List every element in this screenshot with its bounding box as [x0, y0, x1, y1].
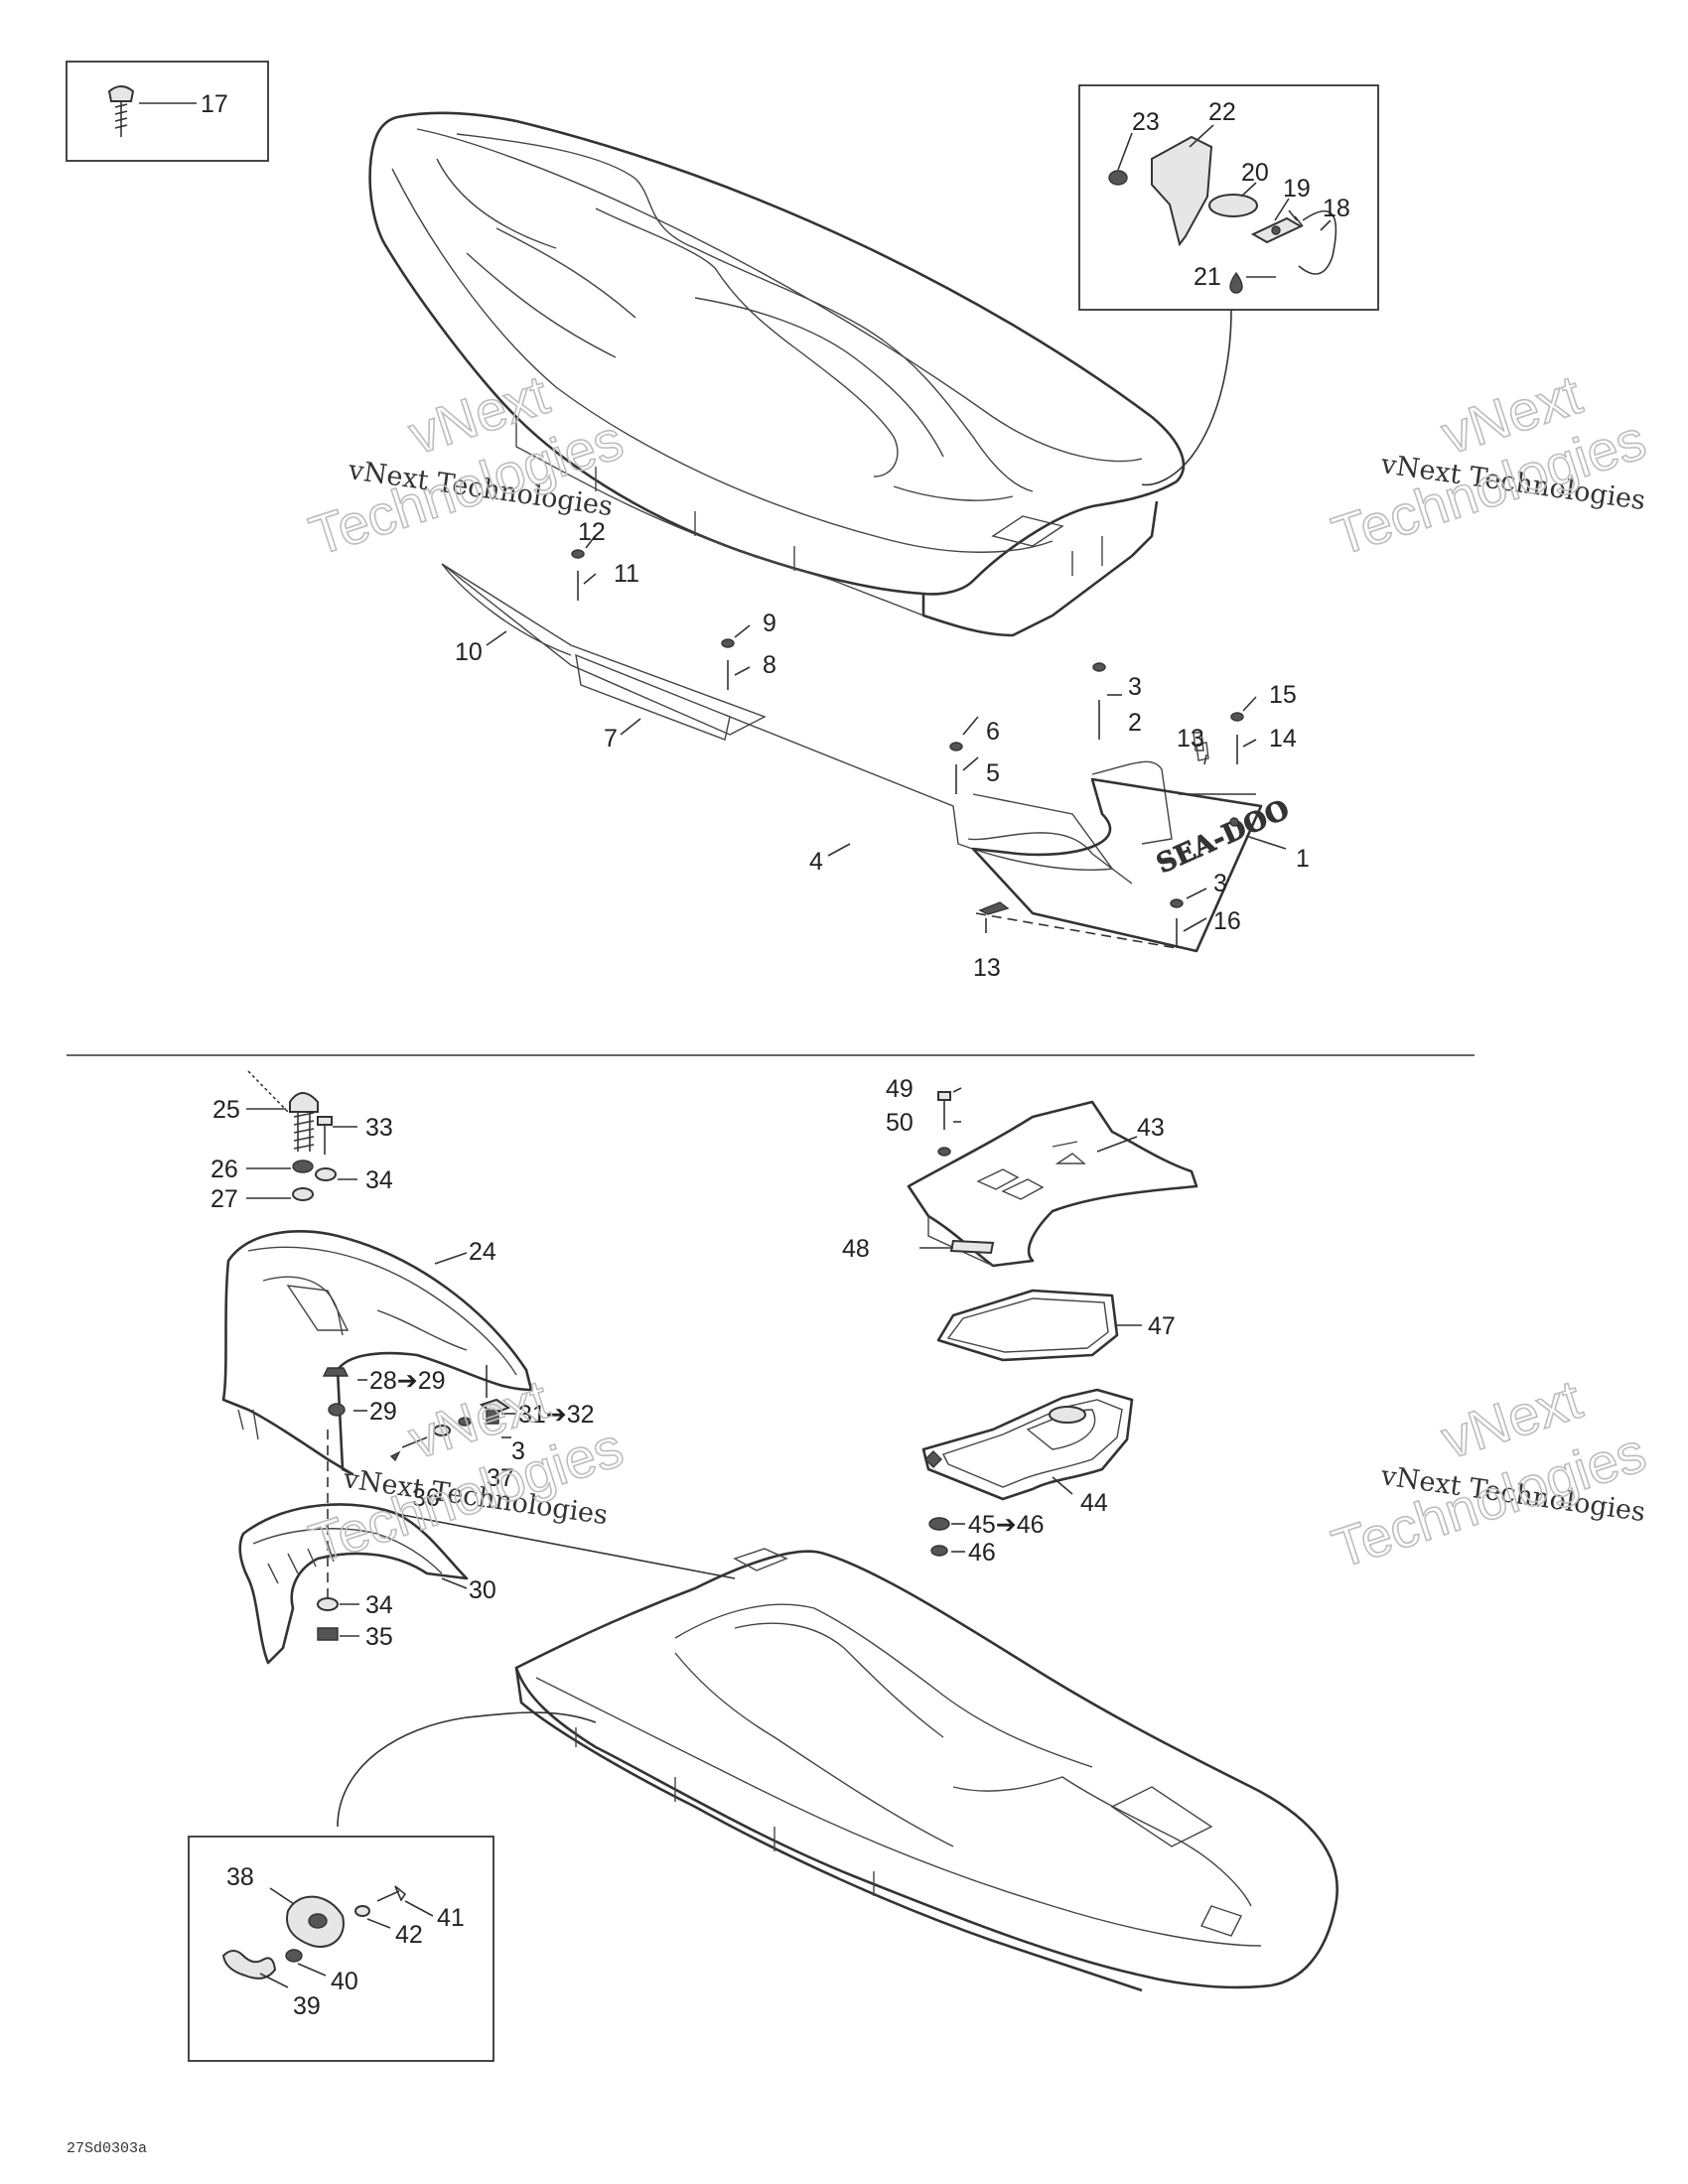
callout-38: 38	[226, 1863, 254, 1891]
callout-30: 30	[469, 1576, 496, 1604]
callout-7: 7	[604, 725, 618, 752]
callout-5: 5	[986, 759, 1000, 787]
callout-22: 22	[1208, 98, 1236, 126]
decals-top: SEA-DOO	[441, 563, 1295, 953]
callout-40: 40	[331, 1968, 358, 1995]
callout-46: 46	[968, 1539, 996, 1567]
callout-14: 14	[1269, 725, 1297, 752]
callout-44: 44	[1080, 1489, 1108, 1517]
callout-28: 28➔29	[369, 1367, 446, 1395]
callout-4: 4	[809, 848, 823, 876]
callout-10: 10	[455, 638, 483, 666]
callout-27: 27	[211, 1185, 238, 1213]
callout-34-top: 34	[365, 1166, 393, 1194]
rear-handle-30	[238, 1503, 469, 1665]
callout-31: 31➔32	[518, 1401, 595, 1429]
callout-36: 36	[412, 1484, 440, 1512]
callout-12: 12	[578, 518, 606, 546]
callout-24: 24	[469, 1238, 496, 1266]
screw-inset-box	[66, 61, 269, 162]
drain-plug-parts	[221, 1885, 407, 1979]
callout-50: 50	[886, 1109, 914, 1137]
rivets-top	[571, 549, 1244, 949]
rear-cover-24	[221, 1230, 533, 1476]
screw-icon	[107, 85, 135, 137]
callout-3-right: 3	[1213, 870, 1227, 897]
callout-49: 49	[886, 1075, 914, 1103]
callout-29: 29	[369, 1398, 397, 1426]
callout-39: 39	[293, 1992, 321, 2020]
callout-11: 11	[614, 560, 639, 588]
callout-3-bottom: 3	[511, 1437, 525, 1465]
callout-2: 2	[1128, 709, 1142, 737]
callout-18: 18	[1323, 195, 1350, 222]
callout-6: 6	[986, 718, 1000, 746]
callout-19: 19	[1283, 175, 1311, 203]
callout-34-bottom: 34	[365, 1591, 393, 1619]
callout-47: 47	[1148, 1312, 1176, 1340]
sea-doo-decal: SEA-DOO	[1152, 794, 1294, 880]
callout-43: 43	[1137, 1114, 1165, 1142]
drain-plug-inset-box	[188, 1836, 494, 2062]
callout-26: 26	[211, 1156, 238, 1183]
callout-13-bottom: 13	[973, 954, 1001, 982]
callout-21: 21	[1194, 263, 1221, 291]
callout-41: 41	[437, 1904, 465, 1932]
callout-17: 17	[201, 90, 228, 118]
callout-15: 15	[1269, 681, 1297, 709]
callout-16: 16	[1213, 907, 1241, 935]
callout-42: 42	[395, 1921, 423, 1949]
callout-35: 35	[365, 1623, 393, 1651]
callout-25: 25	[212, 1096, 240, 1124]
bolt-stack-left	[289, 1092, 337, 1201]
callout-45: 45➔46	[968, 1511, 1045, 1539]
callout-20: 20	[1241, 159, 1269, 187]
callout-33: 33	[365, 1114, 393, 1142]
callout-13-top: 13	[1177, 725, 1204, 752]
hull-deck-bottom	[514, 1548, 1338, 1992]
callout-3-top: 3	[1128, 673, 1142, 701]
tie-down-inset-box	[1078, 84, 1379, 311]
storage-assembly	[907, 1091, 1198, 1557]
figure-reference: 27Sd0303a	[67, 2140, 147, 2157]
callout-23: 23	[1132, 108, 1160, 136]
callout-8: 8	[763, 651, 776, 679]
hull-deck-top	[368, 111, 1186, 637]
tie-down-parts	[1108, 135, 1337, 294]
callout-9: 9	[763, 610, 776, 637]
callout-37: 37	[487, 1464, 514, 1492]
fasteners-middle	[322, 1367, 511, 1462]
callout-1: 1	[1296, 845, 1310, 873]
callout-48: 48	[842, 1235, 870, 1263]
